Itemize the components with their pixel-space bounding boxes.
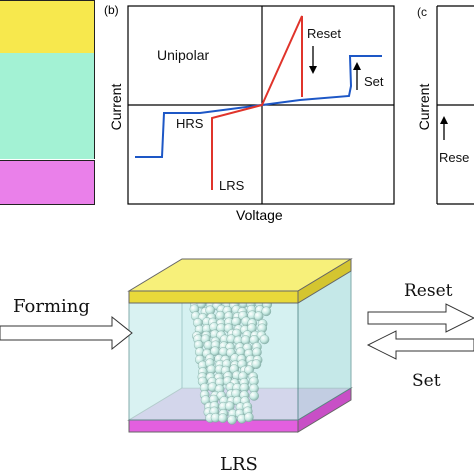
panel-b-x-axis-label: Voltage [236, 207, 283, 223]
forming-label: Forming [13, 296, 90, 317]
lrs-curve [211, 15, 303, 190]
set-arrow-left [366, 330, 474, 360]
reset-arrow-right [367, 303, 474, 333]
panel-a-stack [0, 0, 96, 205]
lrs-label: LRS [219, 178, 245, 193]
filament-particle [261, 306, 272, 317]
forming-arrow [0, 315, 133, 351]
panel-c-label: (c [417, 5, 427, 19]
panel-b-label: (b) [104, 3, 119, 17]
hrs-curve [135, 55, 382, 158]
filament-particle [217, 413, 228, 423]
panel-a-bottom-layer [0, 160, 95, 205]
reset-label: Reset [307, 26, 341, 41]
hrs-label: HRS [176, 116, 204, 131]
bottom-reset-label: Reset [404, 281, 453, 301]
reset-arrow-head [309, 66, 317, 74]
filament-particle [259, 334, 270, 345]
panel-a-middle-layer [0, 53, 95, 159]
filament-particle [253, 311, 264, 322]
set-label: Set [364, 74, 384, 89]
conductive-filament [189, 298, 273, 425]
state-label: LRS [220, 454, 258, 474]
filament-particle [249, 391, 259, 401]
top-electrode-front-face [128, 290, 299, 304]
bottom-set-label: Set [412, 371, 441, 391]
filament-particle [227, 415, 237, 425]
set-arrow-head [353, 62, 361, 70]
filament-particle [251, 359, 262, 369]
panel-c-reset-label: Rese [439, 150, 469, 165]
panel-b-mode-text: Unipolar [157, 47, 209, 63]
top-electrode-side-face [297, 258, 352, 304]
panel-a-top-layer [0, 0, 95, 54]
panel-c-reset-arrow-head [440, 116, 448, 124]
filament-particle [243, 412, 254, 423]
